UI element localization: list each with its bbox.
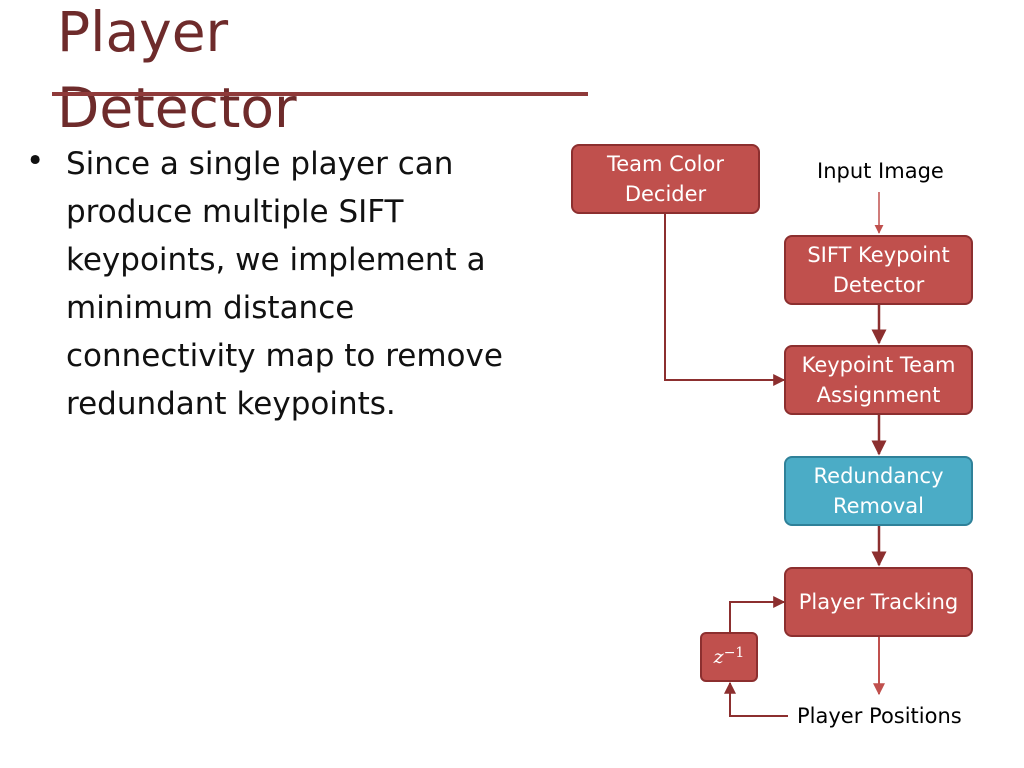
sift-keypoint-detector-label: SIFT Keypoint Detector	[807, 243, 950, 297]
title-underline	[52, 92, 588, 96]
arrow-positions-to-delay	[724, 681, 788, 717]
player-tracking-box: Player Tracking	[784, 567, 973, 637]
slide-title: Player Detector	[57, 0, 297, 140]
arrow-decider-to-assignment	[664, 214, 786, 386]
bullet-text: Since a single player can produce multip…	[66, 146, 503, 422]
bullet-list: • Since a single player can produce mult…	[26, 140, 536, 428]
team-color-decider-box: Team Color Decider	[571, 144, 760, 214]
keypoint-team-assignment-label: Keypoint Team Assignment	[801, 353, 956, 407]
team-color-decider-label: Team Color Decider	[606, 152, 724, 206]
bullet-dot-icon: •	[26, 143, 45, 179]
redundancy-removal-box: Redundancy Removal	[784, 456, 973, 526]
sift-keypoint-detector-box: SIFT Keypoint Detector	[784, 235, 973, 305]
delay-base: z	[713, 646, 724, 668]
player-positions-label: Player Positions	[797, 704, 962, 728]
bullet-item: • Since a single player can produce mult…	[26, 140, 536, 428]
input-image-label: Input Image	[817, 159, 944, 183]
keypoint-team-assignment-box: Keypoint Team Assignment	[784, 345, 973, 415]
redundancy-removal-label: Redundancy Removal	[813, 464, 944, 518]
arrow-delay-to-tracking	[729, 596, 786, 632]
delay-box: z−1	[700, 632, 758, 682]
player-tracking-label: Player Tracking	[798, 590, 959, 614]
delay-exponent: −1	[723, 645, 745, 661]
